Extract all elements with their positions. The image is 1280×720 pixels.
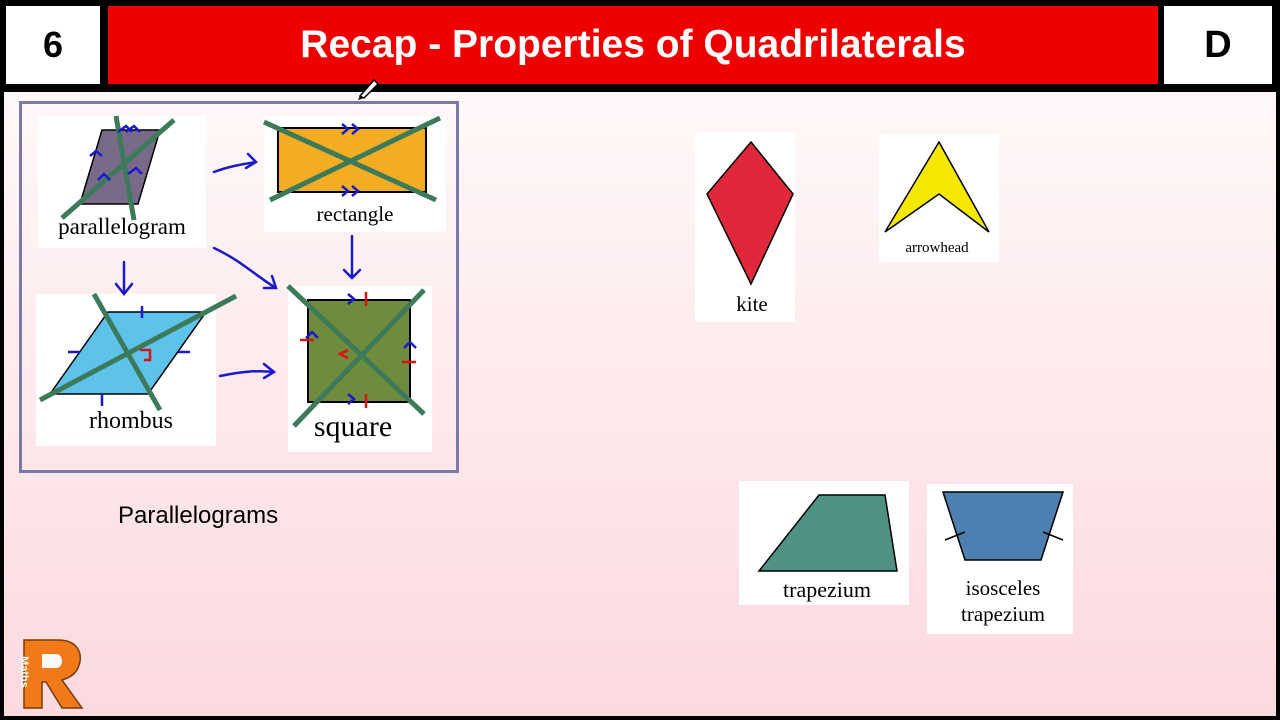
parallelogram-family-frame	[19, 101, 459, 473]
arrow-parallelogram-to-square	[212, 246, 278, 290]
logo-word: Maths	[17, 656, 30, 688]
equal-side-marks	[944, 531, 1064, 541]
arrow-parallelogram-to-rectangle	[212, 152, 259, 174]
rhombus-label: rhombus	[89, 408, 173, 434]
kite-shape	[706, 140, 794, 286]
parallelogram-card: parallelogram	[38, 115, 206, 248]
slide-number: 6	[6, 6, 100, 84]
square-diagram	[286, 284, 426, 428]
rectangle-diagonal-b	[268, 115, 442, 203]
rhombus-card: rhombus	[36, 292, 238, 446]
square-diagonal-a	[286, 284, 426, 416]
equal-side-marks	[68, 306, 190, 406]
arrow-rhombus-to-square	[218, 362, 277, 380]
kite-label: kite	[736, 292, 768, 316]
parallel-marks	[341, 123, 360, 197]
arrowhead-label: arrowhead	[905, 240, 969, 256]
trapezium-card: trapezium	[739, 481, 909, 605]
grade-level: D	[1164, 6, 1272, 84]
isosceles-trapezium-diagram	[941, 491, 1065, 561]
isosceles-trapezium-shape	[941, 491, 1065, 561]
parallelogram-diagonal-b	[113, 115, 137, 221]
parallelogram-diagonal-a	[60, 118, 176, 220]
kite-diagram	[706, 140, 794, 286]
rhombus-diagonal-a	[38, 293, 238, 403]
parallelograms-note: Parallelograms	[118, 502, 279, 529]
rectangle-label: rectangle	[316, 202, 394, 226]
hierarchy-arrows	[114, 152, 362, 380]
arrow-parallelogram-to-rhombus	[114, 260, 134, 297]
parallel-marks	[305, 293, 417, 405]
rhombus-diagonal-b	[91, 292, 163, 412]
square-label: square	[313, 410, 393, 443]
arrowhead-shape	[884, 140, 990, 233]
trapezium-label: trapezium	[783, 577, 871, 602]
maths-logo: Maths	[12, 636, 84, 712]
rectangle-card: rectangle	[262, 115, 446, 232]
logo-mark	[23, 639, 84, 709]
pen-cursor-icon	[358, 78, 380, 100]
isosceles-trapezium-card: isosceles trapezium	[927, 484, 1073, 634]
parallelogram-diagram	[60, 115, 176, 221]
arrow-rectangle-to-square	[342, 234, 362, 280]
arrowhead-diagram	[884, 140, 990, 233]
right-angle-mark	[140, 348, 152, 362]
slide-title: Recap - Properties of Quadrilaterals	[108, 6, 1158, 84]
trapezium-diagram	[757, 494, 898, 572]
arrowhead-card: arrowhead	[879, 134, 999, 262]
parallel-marks	[89, 124, 143, 181]
kite-card: kite	[695, 132, 795, 322]
square-diagonal-b	[292, 288, 426, 428]
isosceles-label-line1: isosceles	[965, 576, 1041, 600]
rectangle-diagram	[262, 115, 442, 203]
square-card: square	[286, 284, 432, 452]
rhombus-diagram	[38, 292, 238, 412]
isosceles-label-line2: trapezium	[961, 602, 1045, 626]
parallelogram-label: parallelogram	[58, 214, 186, 239]
trapezium-shape	[757, 494, 898, 572]
equal-side-marks-red	[300, 292, 416, 408]
